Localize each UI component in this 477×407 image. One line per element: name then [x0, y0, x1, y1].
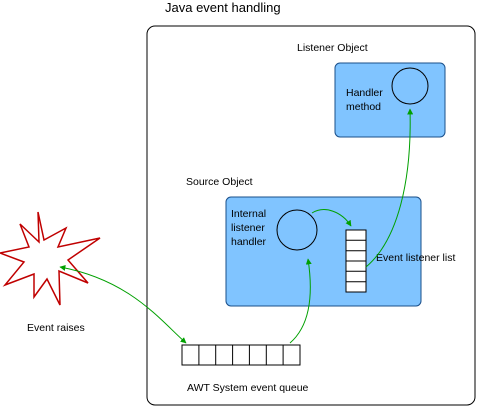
event-burst-icon: [0, 211, 101, 306]
awt-event-queue-label: AWT System event queue: [187, 382, 309, 394]
arrow-burst-to-queue: [59, 265, 187, 344]
listener-object-label: Listener Object: [297, 42, 368, 54]
event-listener-list-label: Event listener list: [376, 252, 455, 264]
event-raises-label: Event raises: [27, 322, 85, 334]
listener-object-box: [334, 62, 446, 138]
internal-handler-label-line2: listener: [231, 222, 265, 234]
awt-event-queue: [181, 344, 301, 366]
handler-method-label-line2: method: [346, 101, 381, 113]
arrow-handler-to-list: [311, 209, 352, 227]
diagram-title: Java event handling: [165, 0, 281, 15]
system-frame: [146, 25, 476, 406]
source-object-box: [225, 196, 422, 307]
internal-listener-handler-circle: [276, 209, 318, 251]
event-listener-list: [345, 229, 367, 293]
arrow-list-to-handler-method: [365, 108, 414, 268]
internal-handler-label-line3: handler: [231, 236, 267, 248]
source-object-label: Source Object: [186, 176, 253, 188]
arrow-queue-to-handler: [289, 258, 312, 344]
internal-handler-label-line1: Internal: [231, 208, 266, 220]
handler-method-circle: [391, 67, 429, 105]
handler-method-label-line1: Handler: [346, 87, 383, 99]
